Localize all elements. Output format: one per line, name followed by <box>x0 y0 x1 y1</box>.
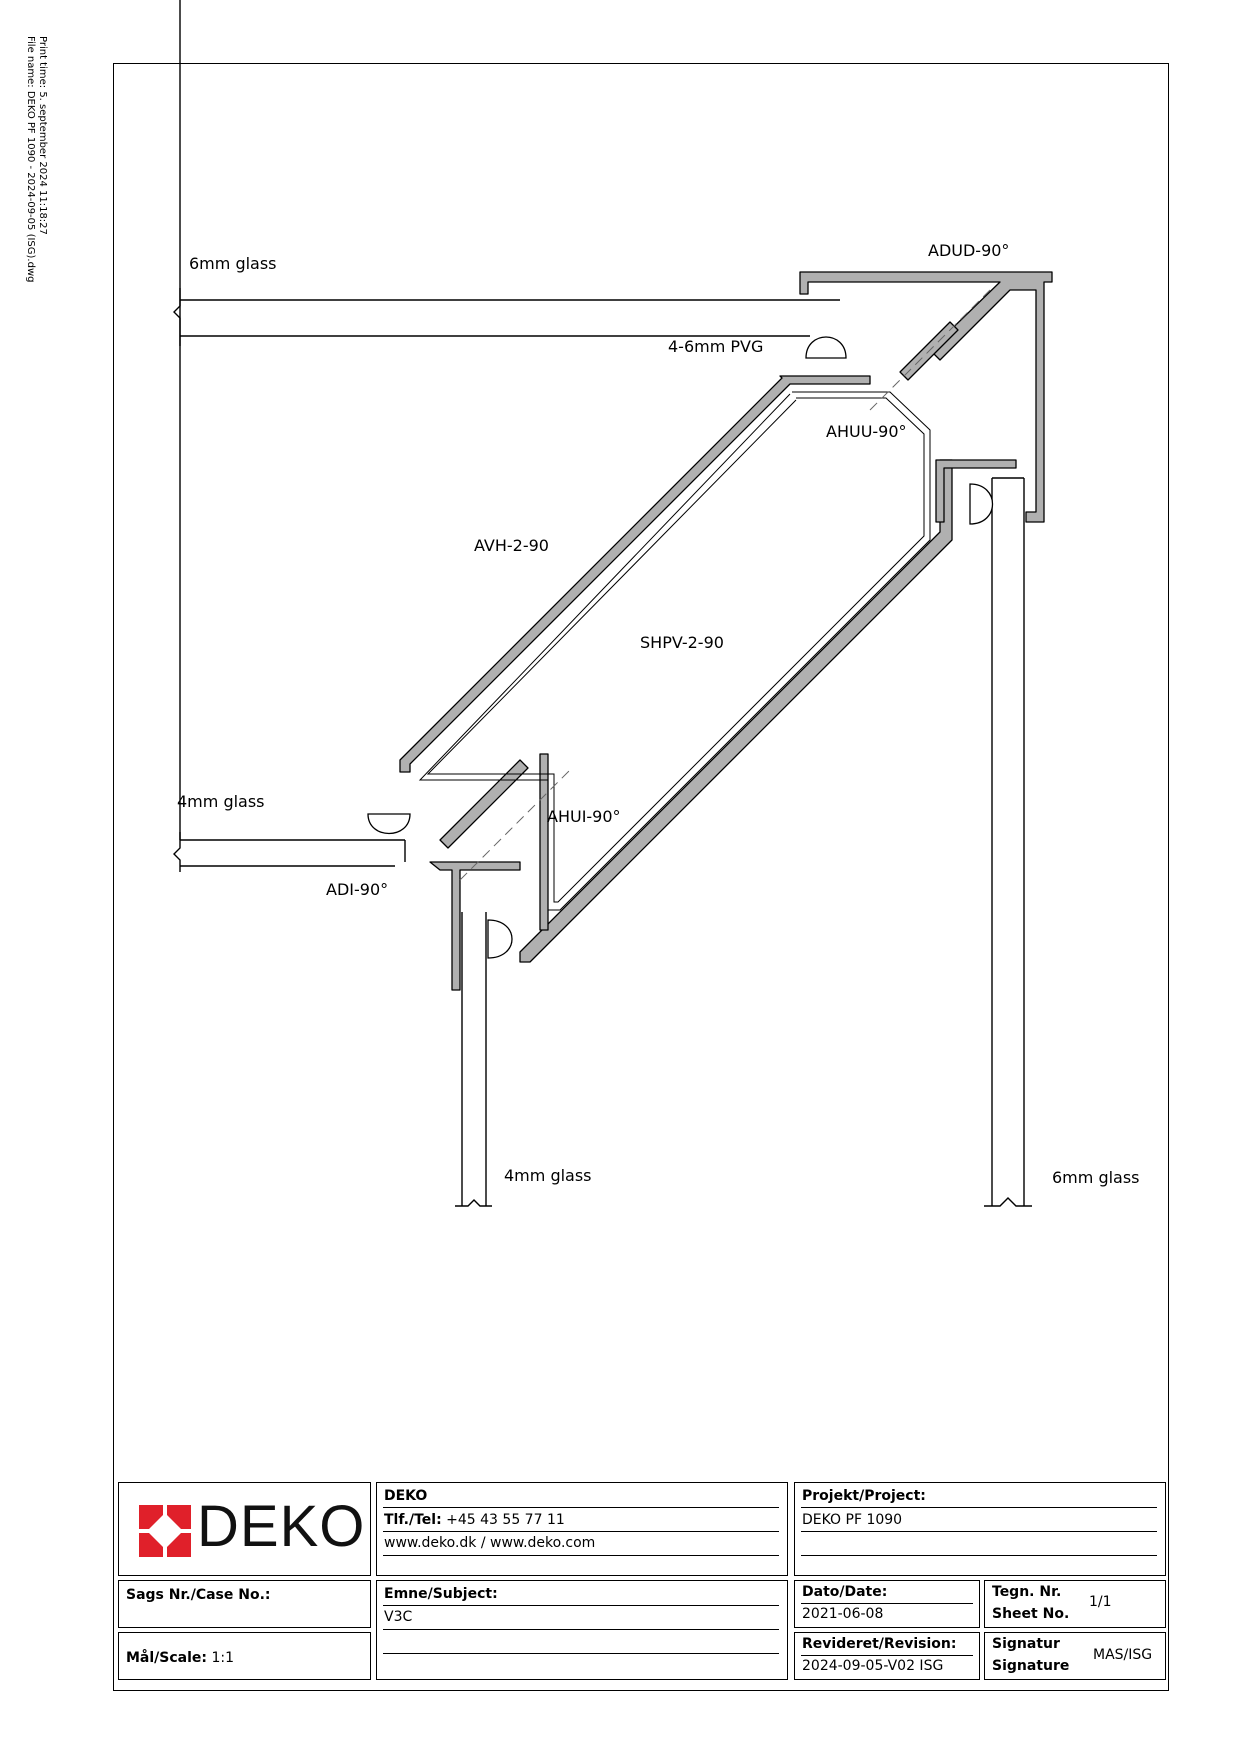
label-glass-bottom: 4mm glass <box>504 1166 592 1185</box>
company-tel: Tlf./Tel: +45 43 55 77 11 <box>384 1512 565 1528</box>
profile-adud <box>799 271 1053 523</box>
profile-shpv-edge <box>519 459 953 963</box>
label-ahui: AHUI-90° <box>547 807 621 826</box>
title-block: DEKO DEKO Tlf./Tel: +45 43 55 77 11 www.… <box>113 1477 1169 1691</box>
signature-label-2: Signature <box>992 1658 1070 1674</box>
glass-bottom <box>455 912 492 1207</box>
glass-mid-left <box>173 0 406 872</box>
label-adi: ADI-90° <box>326 880 388 899</box>
subject-value: V3C <box>384 1609 413 1625</box>
sheet-label-2: Sheet No. <box>992 1606 1070 1622</box>
date-cell: Dato/Date: 2021-06-08 <box>794 1580 980 1628</box>
project-value: DEKO PF 1090 <box>802 1512 903 1528</box>
label-adud: ADUD-90° <box>928 241 1009 260</box>
gasket-right <box>969 483 994 525</box>
company-name: DEKO <box>384 1488 428 1504</box>
scale-label: Mål/Scale: <box>126 1650 208 1666</box>
revision-value: 2024-09-05-V02 ISG <box>802 1658 944 1674</box>
sheet-label-1: Tegn. Nr. <box>992 1584 1062 1600</box>
signature-label-1: Signatur <box>992 1636 1060 1652</box>
gasket-top <box>805 336 847 359</box>
revision-cell: Revideret/Revision: 2024-09-05-V02 ISG <box>794 1632 980 1680</box>
label-avh: AVH-2-90 <box>474 536 549 555</box>
tel-label: Tlf./Tel: <box>384 1512 442 1528</box>
company-cell: DEKO Tlf./Tel: +45 43 55 77 11 www.deko.… <box>376 1482 788 1576</box>
project-label: Projekt/Project: <box>802 1488 926 1504</box>
glass-right <box>984 477 1032 1207</box>
label-glass-top-left: 6mm glass <box>189 254 277 273</box>
label-ahuu: AHUU-90° <box>826 422 907 441</box>
drawing-frame <box>113 63 1169 1691</box>
subject-label: Emne/Subject: <box>384 1586 498 1602</box>
tel-value: +45 43 55 77 11 <box>446 1512 565 1528</box>
label-glass-right: 6mm glass <box>1052 1168 1140 1187</box>
signature-cell: Signatur Signature MAS/ISG <box>984 1632 1166 1680</box>
profile-avh <box>399 375 871 773</box>
date-value: 2021-06-08 <box>802 1606 884 1622</box>
case-label: Sags Nr./Case No.: <box>126 1587 271 1603</box>
logo-cell: DEKO <box>118 1482 371 1576</box>
logo-wordmark: DEKO <box>197 1494 366 1559</box>
scale-value: 1:1 <box>211 1650 234 1666</box>
sheet-value: 1/1 <box>1089 1594 1112 1610</box>
deko-logo-icon <box>139 1505 191 1557</box>
date-label: Dato/Date: <box>802 1584 888 1600</box>
profile-adi <box>429 861 521 991</box>
subject-cell: Emne/Subject: V3C <box>376 1580 788 1680</box>
label-shpv: SHPV-2-90 <box>640 633 724 652</box>
project-cell: Projekt/Project: DEKO PF 1090 <box>794 1482 1166 1576</box>
company-web[interactable]: www.deko.dk / www.deko.com <box>384 1535 596 1551</box>
gasket-left <box>367 813 411 835</box>
label-glass-mid-left: 4mm glass <box>177 792 265 811</box>
signature-value: MAS/ISG <box>1093 1647 1153 1663</box>
case-cell: Sags Nr./Case No.: <box>118 1580 371 1628</box>
gasket-bottom <box>487 919 513 959</box>
scale-cell: Mål/Scale: 1:1 <box>118 1632 371 1680</box>
label-pvg: 4-6mm PVG <box>668 337 763 356</box>
revision-label: Revideret/Revision: <box>802 1636 957 1652</box>
sheet-cell: Tegn. Nr. Sheet No. 1/1 <box>984 1580 1166 1628</box>
